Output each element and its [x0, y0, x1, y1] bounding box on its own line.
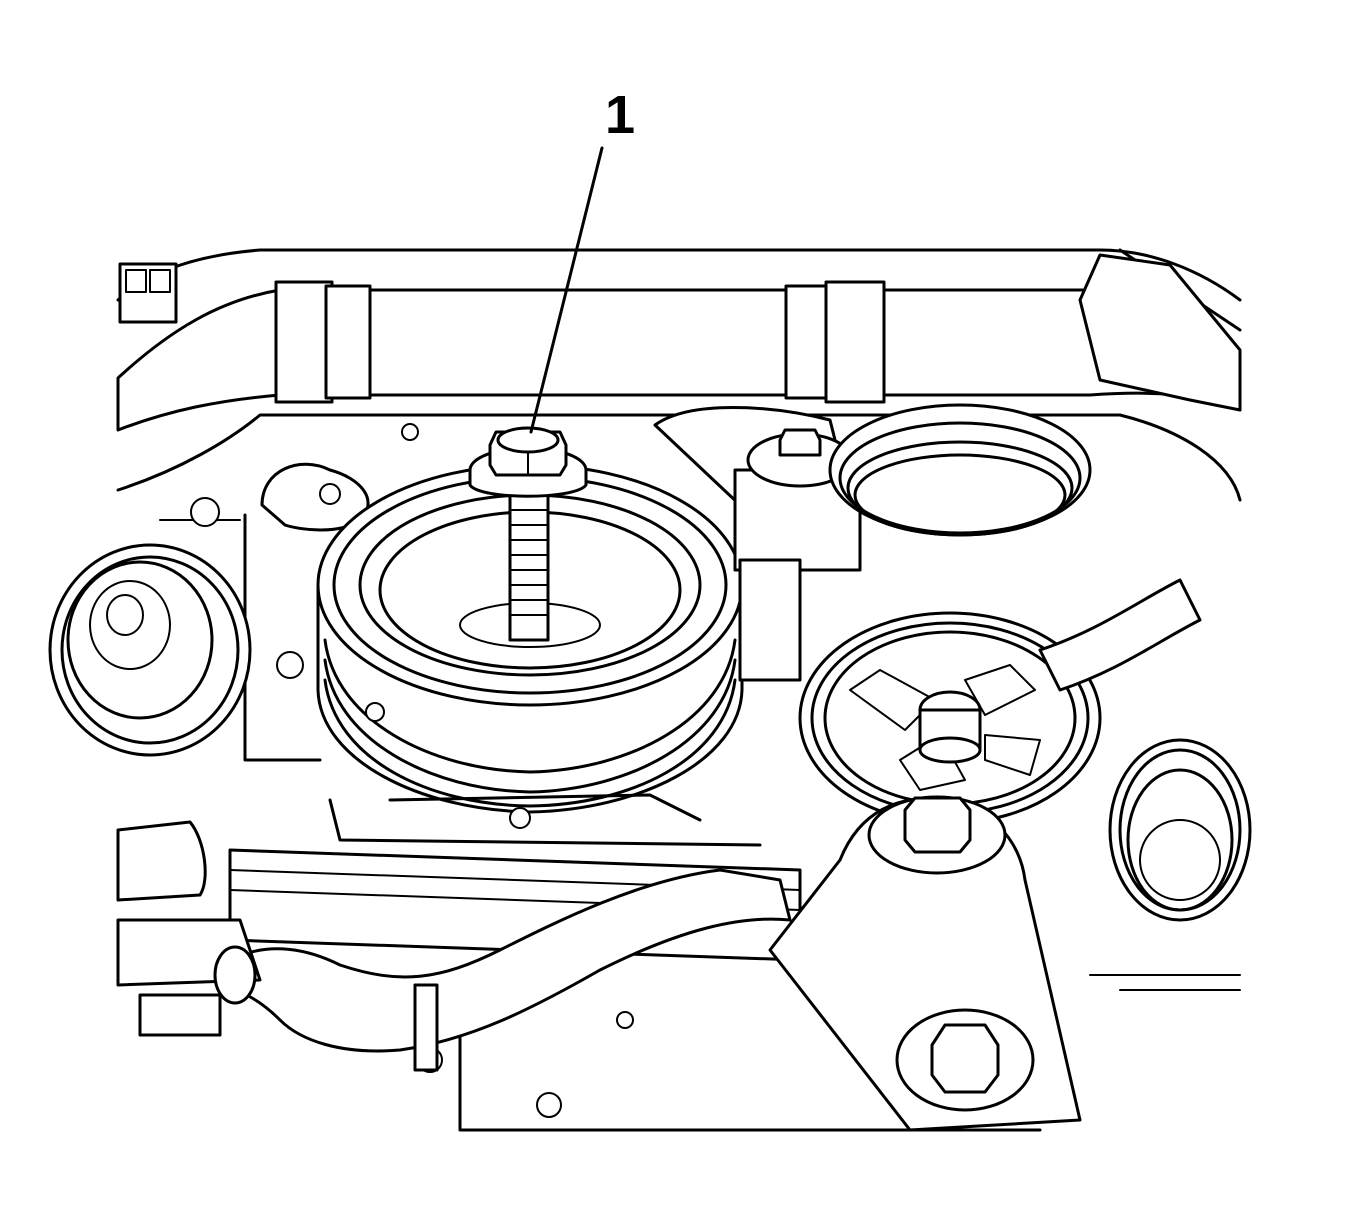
right-alternator-pulley	[1108, 738, 1252, 922]
lower-hose	[228, 868, 792, 1072]
bottom-right-detail	[1089, 974, 1241, 991]
balancer-bolt	[468, 426, 588, 642]
upper-coolant-tube	[116, 248, 1242, 432]
upper-right-idler-pulley	[828, 403, 1092, 537]
left-compressor-pulley	[48, 543, 252, 757]
callout-1: 1	[529, 85, 635, 434]
belt-tensioner	[653, 406, 862, 682]
left-connector	[118, 262, 178, 324]
callout-label: 1	[605, 85, 635, 145]
engine-mount-bracket	[768, 795, 1082, 1132]
callout-leader-line	[529, 146, 604, 434]
right-hose	[1038, 248, 1242, 692]
lower-left-connector	[116, 820, 262, 1037]
front-cover	[116, 413, 1242, 762]
bolt-threads	[509, 509, 549, 616]
